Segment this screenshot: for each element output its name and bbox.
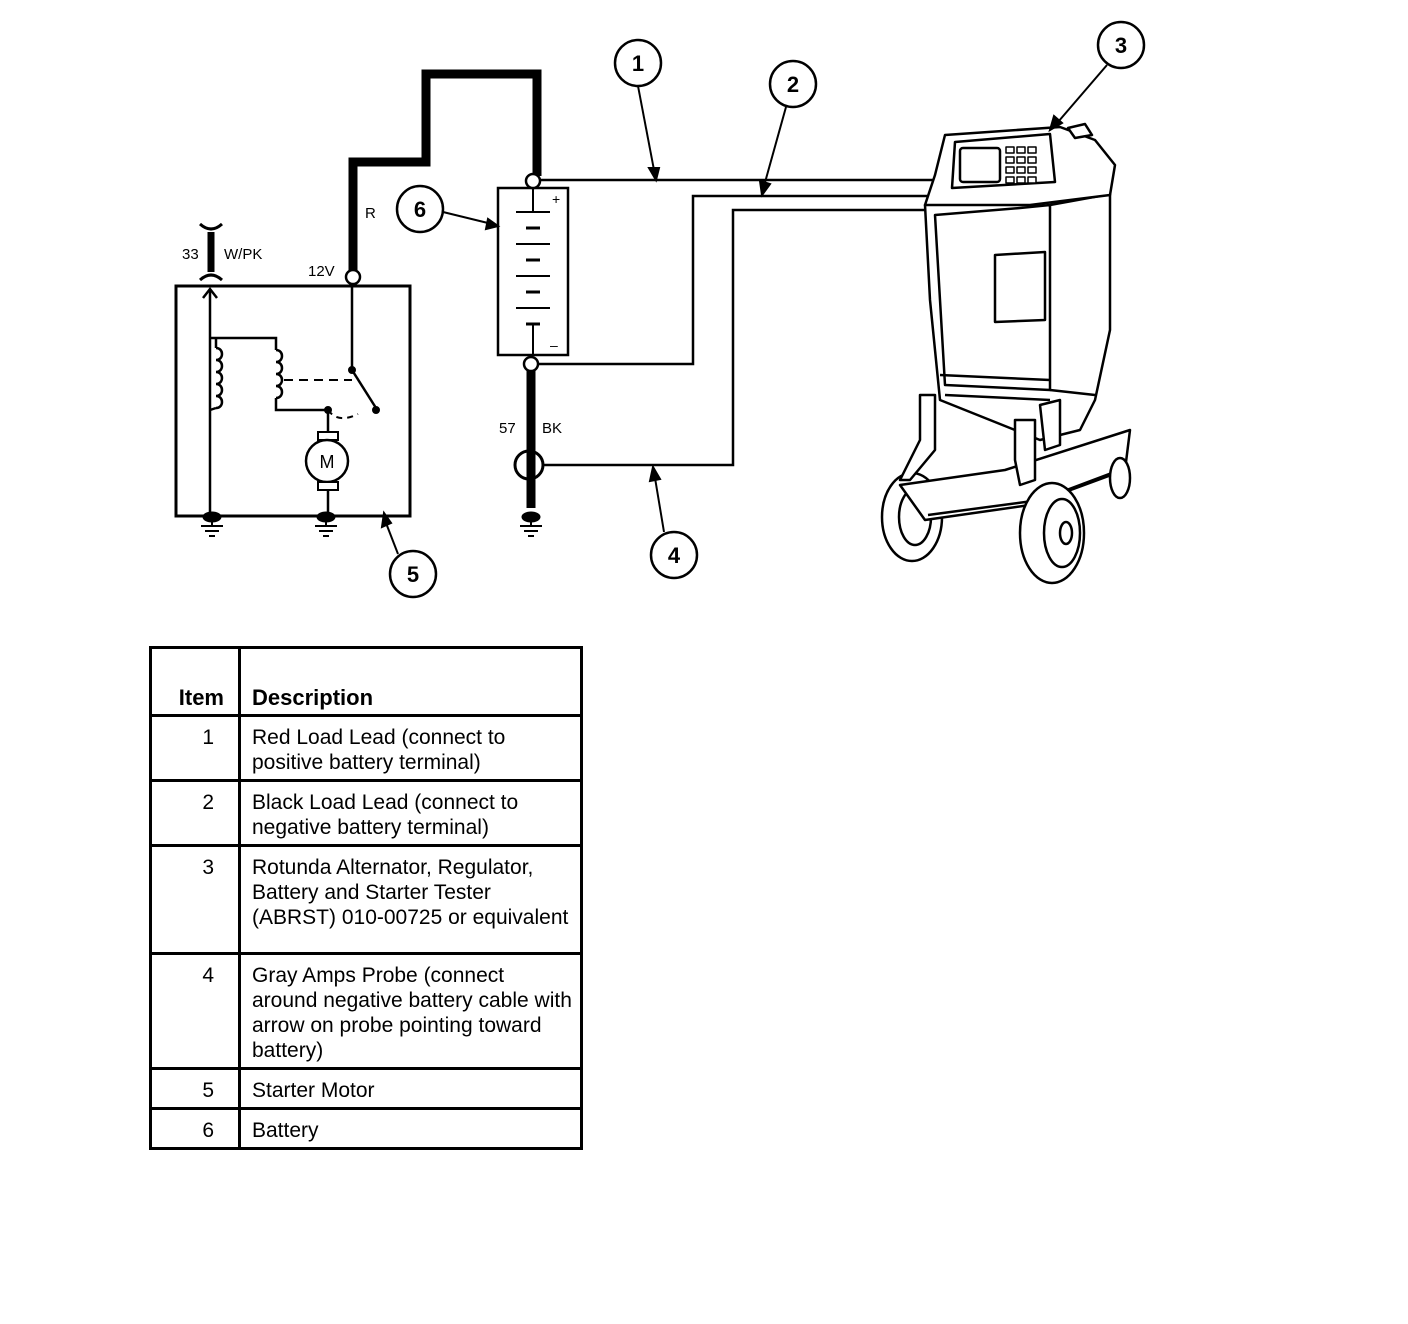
wire-label-12v: 12V [308, 263, 335, 280]
battery [496, 172, 570, 373]
starter-motor-housing [174, 284, 412, 518]
legend-header-row: Item Description [149, 646, 583, 717]
tester-cart-illustration [880, 122, 1132, 585]
keypad [1005, 146, 1037, 184]
legend-row: 6 Battery [149, 1107, 583, 1150]
callout-6-label: 6 [414, 197, 426, 222]
legend-item-description: Black Load Lead (connect to negative bat… [238, 779, 583, 847]
legend-item-number: 3 [149, 844, 241, 955]
test-leads [538, 178, 940, 467]
legend-item-description: Rotunda Alternator, Regulator, Battery a… [238, 844, 583, 955]
legend-item-description: Red Load Lead (connect to positive batte… [238, 714, 583, 782]
legend-item-number: 1 [149, 714, 241, 782]
wire-label-33: 33 [182, 246, 199, 263]
wire-label-wpk: W/PK [224, 246, 262, 263]
amps-probe-lead [543, 208, 930, 467]
wire-label-bk: BK [542, 420, 562, 437]
wiring-diagram: M 33 W/PK R 12V [174, 20, 1146, 599]
battery-negative-cable [513, 371, 545, 508]
legend-row: 3 Rotunda Alternator, Regulator, Battery… [149, 844, 583, 955]
legend-item-number: 5 [149, 1067, 241, 1110]
callout-4-label: 4 [668, 543, 681, 568]
legend-header-item: Item [149, 646, 241, 717]
ground-symbols [201, 511, 542, 537]
battery-plus-sign: + [552, 191, 560, 207]
legend-row: 4 Gray Amps Probe (connect around negati… [149, 952, 583, 1070]
legend-item-description: Battery [238, 1107, 583, 1150]
callout-6 [395, 184, 445, 234]
wire-label-57: 57 [499, 420, 516, 437]
callout-1 [613, 38, 663, 88]
battery-positive-cable [344, 69, 542, 286]
legend-row: 1 Red Load Lead (connect to positive bat… [149, 714, 583, 782]
callout-circles [388, 20, 1146, 599]
callout-3-label: 3 [1115, 33, 1127, 58]
callout-2 [768, 59, 818, 109]
legend-item-number: 6 [149, 1107, 241, 1150]
callout-5-label: 5 [407, 562, 419, 587]
legend-row: 2 Black Load Lead (connect to negative b… [149, 779, 583, 847]
legend-table: Item Description 1 Red Load Lead (connec… [149, 646, 583, 1150]
callout-2-label: 2 [787, 72, 799, 97]
legend-item-number: 2 [149, 779, 241, 847]
callout-3 [1096, 20, 1146, 70]
callout-1-label: 1 [632, 51, 644, 76]
callout-arrows [380, 64, 1108, 555]
legend-header-description: Description [238, 646, 583, 717]
legend-item-description: Gray Amps Probe (connect around negative… [238, 952, 583, 1070]
callout-5 [388, 549, 438, 599]
motor-symbol: M [320, 452, 335, 472]
callout-4 [649, 530, 699, 580]
starter-motor-assembly [174, 284, 412, 518]
black-load-lead [538, 194, 935, 366]
connector-33 [198, 222, 224, 282]
legend-item-description: Starter Motor [238, 1067, 583, 1110]
battery-minus-sign: – [550, 337, 558, 353]
legend-item-number: 4 [149, 952, 241, 1070]
wire-label-red: R [365, 205, 376, 222]
legend-row: 5 Starter Motor [149, 1067, 583, 1110]
